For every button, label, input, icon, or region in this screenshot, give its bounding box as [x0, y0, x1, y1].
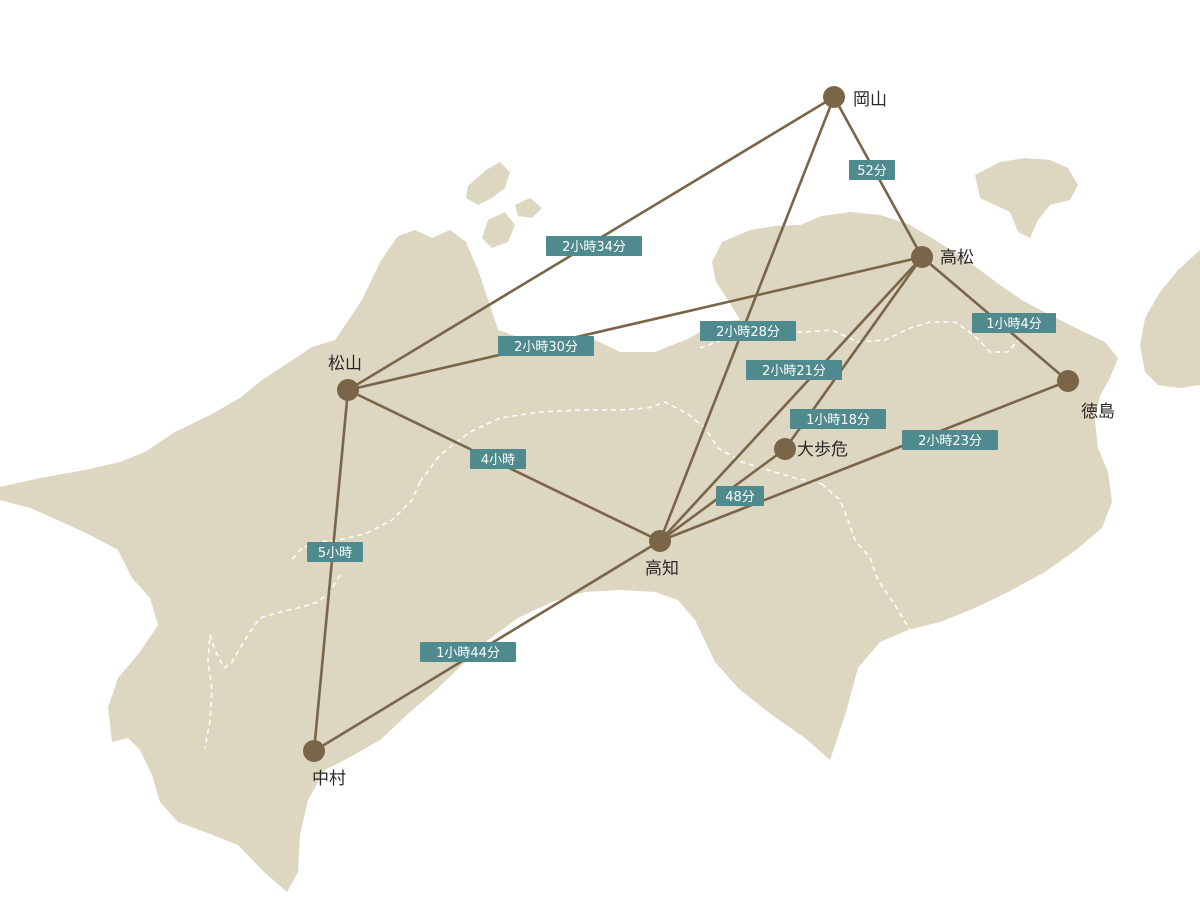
city-label-oboke: 大歩危: [797, 440, 848, 460]
svg-text:1小時44分: 1小時44分: [436, 646, 500, 661]
island-small-north-3: [515, 198, 542, 218]
city-label-takamatsu: 高松: [940, 248, 974, 268]
station-nakamura: [303, 740, 325, 762]
time-label-takamatsu-oboke: 1小時18分: [790, 409, 886, 429]
city-label-kochi: 高知: [645, 559, 679, 579]
stations: [303, 86, 1079, 762]
svg-text:2小時30分: 2小時30分: [514, 340, 578, 355]
island-far-east: [1140, 250, 1200, 388]
time-label-okayama-kochi: 2小時28分: [700, 321, 796, 341]
route-matsuyama-nakamura: [312, 388, 350, 753]
time-label-okayama-takamatsu: 52分: [849, 160, 895, 180]
svg-text:2小時28分: 2小時28分: [716, 325, 780, 340]
city-label-matsuyama: 松山: [328, 354, 362, 374]
time-label-matsuyama-nakamura: 5小時: [307, 542, 363, 562]
island-small-north-2: [482, 212, 515, 248]
time-label-takamatsu-matsuyama: 2小時30分: [498, 336, 594, 356]
svg-text:48分: 48分: [725, 490, 755, 505]
svg-text:2小時23分: 2小時23分: [918, 434, 982, 449]
city-label-tokushima: 徳島: [1081, 402, 1115, 422]
border-tokushima-kochi: [821, 483, 911, 631]
station-okayama: [823, 86, 845, 108]
shikoku-island: [0, 212, 1118, 892]
city-label-nakamura: 中村: [312, 769, 346, 789]
station-oboke: [774, 438, 796, 460]
border-ehime-kagawa-kochi: [419, 401, 823, 485]
svg-text:52分: 52分: [857, 164, 887, 179]
border-ehime-kochi-south: [204, 574, 341, 749]
time-label-matsuyama-kochi: 4小時: [470, 449, 526, 469]
city-label-okayama: 岡山: [853, 90, 887, 110]
route-okayama-kochi: [658, 95, 836, 543]
svg-text:2小時34分: 2小時34分: [562, 240, 626, 255]
svg-text:5小時: 5小時: [318, 546, 352, 561]
station-tokushima: [1057, 370, 1079, 392]
time-label-takamatsu-tokushima: 1小時4分: [972, 313, 1056, 333]
route-takamatsu-matsuyama: [346, 255, 924, 392]
route-takamatsu-kochi: [658, 255, 924, 543]
time-labels: 52分 2小時34分 2小時28分 2小時30分 1小時4分 2小時21分 1小…: [307, 160, 1056, 662]
border-ehime-kochi-west: [289, 481, 421, 563]
route-tokushima-kochi: [658, 379, 1070, 543]
time-label-oboke-kochi: 48分: [716, 486, 764, 506]
svg-text:2小時21分: 2小時21分: [762, 364, 826, 379]
svg-text:1小時4分: 1小時4分: [986, 317, 1042, 332]
station-takamatsu: [911, 246, 933, 268]
city-labels: 岡山 高松 松山 徳島 大歩危 高知 中村: [312, 90, 1115, 789]
time-label-tokushima-kochi: 2小時23分: [902, 430, 998, 450]
time-label-kochi-nakamura: 1小時44分: [420, 642, 516, 662]
time-label-okayama-matsuyama: 2小時34分: [546, 236, 642, 256]
svg-text:1小時18分: 1小時18分: [806, 413, 870, 428]
svg-text:4小時: 4小時: [481, 453, 515, 468]
station-matsuyama: [337, 379, 359, 401]
landmass-group: [0, 158, 1200, 892]
time-label-takamatsu-kochi: 2小時21分: [746, 360, 842, 380]
island-ne-awaji: [975, 158, 1078, 238]
station-kochi: [649, 530, 671, 552]
island-small-north-1: [466, 162, 510, 205]
